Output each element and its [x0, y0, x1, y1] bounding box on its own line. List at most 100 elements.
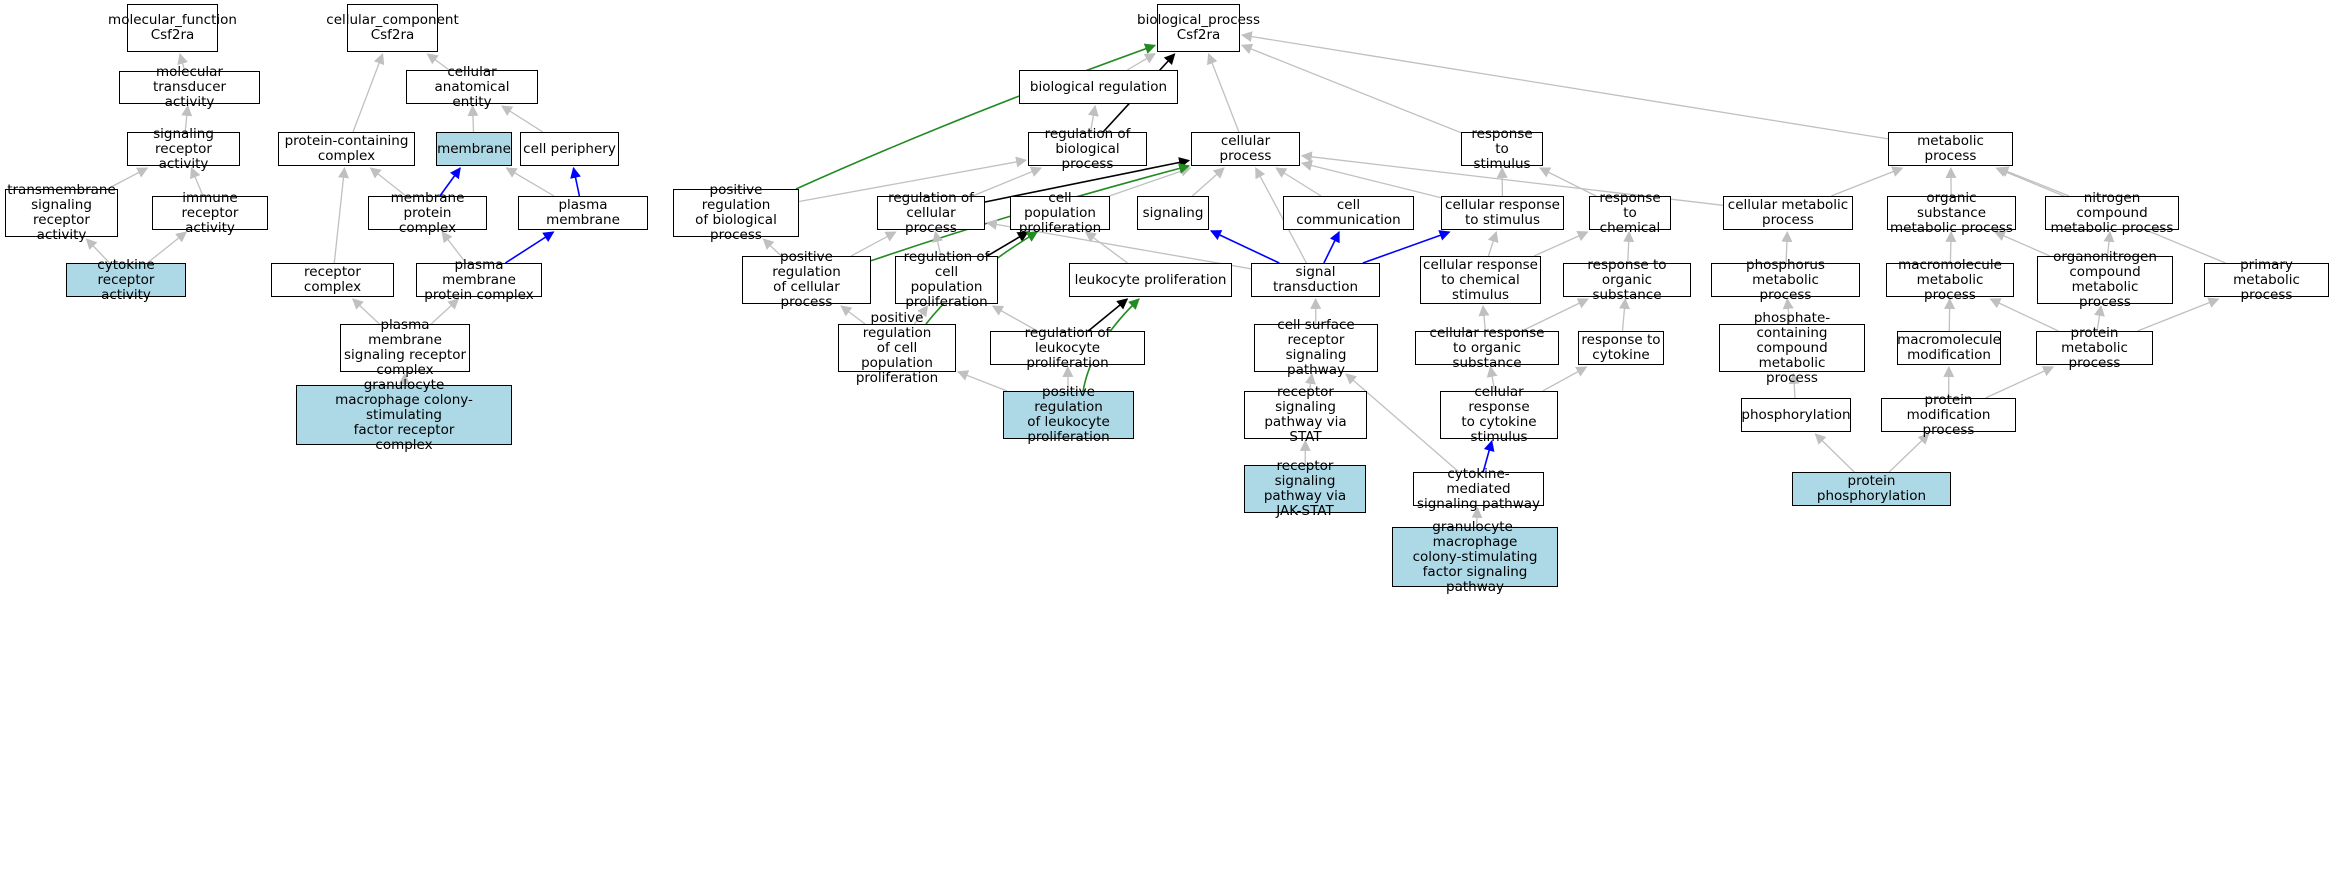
edge-is-a — [1888, 433, 1930, 473]
edge-is-a — [1539, 167, 1597, 197]
go-term-pcc: protein-containing complex — [278, 132, 415, 166]
go-term-rc: receptor complex — [271, 263, 394, 297]
go-term-gmcsf-rc: granulocyte macrophage colony-stimulatin… — [296, 377, 512, 452]
edge-is-a — [1191, 167, 1225, 197]
edge-is-a — [1989, 298, 2059, 332]
edge-is-a — [840, 305, 866, 325]
edge-is-a — [1985, 366, 2055, 399]
go-term-crs: cellular response to stimulus — [1441, 196, 1564, 230]
go-term-pmodp: protein modification process — [1881, 392, 2016, 437]
edge-is-a — [85, 238, 111, 264]
go-term-mem: membrane — [436, 132, 512, 166]
edge-is-a — [1623, 230, 1635, 264]
go-term-crtos: cellular response to organic substance — [1415, 325, 1559, 370]
edge-is-a — [972, 166, 1043, 197]
edge-is-a — [1781, 230, 1793, 264]
edge-is-a — [850, 231, 897, 257]
edge-regulates — [986, 231, 1029, 257]
go-term-csrsp: cell surface receptor signaling pathway — [1254, 318, 1378, 378]
edge-is-a — [1109, 166, 1192, 197]
edge-is-a — [1084, 231, 1128, 264]
edge-is-a — [190, 166, 204, 197]
edge-is-a — [762, 238, 782, 257]
go-term-sra: signaling receptor activity — [127, 126, 240, 171]
edge-is-a — [1788, 372, 1800, 399]
go-term-mta: molecular transducer activity — [119, 65, 260, 110]
go-term-rspjak: receptor signaling pathway via JAK-STAT — [1244, 459, 1366, 519]
go-term-protmp: protein metabolic process — [2036, 325, 2153, 370]
go-term-crcs: cellular response to chemical stimulus — [1420, 256, 1541, 304]
go-term-phos: phosphorylation — [1741, 398, 1851, 432]
edge-is-a — [1275, 167, 1322, 197]
go-term-ccomm: cell communication — [1283, 196, 1414, 230]
go-term-st: signal transduction — [1251, 263, 1380, 297]
edge-is-a — [1126, 53, 1156, 71]
edge-part-of — [1210, 230, 1280, 264]
edge-is-a — [1993, 230, 2051, 257]
go-term-ncmp: nitrogen compound metabolic process — [2045, 190, 2179, 235]
go-term-ira: immune receptor activity — [152, 190, 268, 235]
edge-is-a — [351, 298, 380, 325]
edge-is-a — [1542, 366, 1588, 392]
edge-is-a — [426, 53, 450, 71]
edge-is-a — [1618, 297, 1630, 332]
go-term-pmp: primary metabolic process — [2204, 257, 2329, 302]
go-term-cra: cytokine receptor activity — [66, 257, 186, 302]
edge-is-a — [1945, 230, 1957, 264]
edge-is-a — [1471, 506, 1483, 528]
edge-is-a — [1304, 372, 1316, 392]
go-term-pphos: protein phosphorylation — [1792, 472, 1951, 506]
edge-is-a — [505, 167, 555, 197]
go-term-rtc: response to chemical — [1589, 190, 1671, 235]
edge-is-a — [467, 104, 479, 133]
go-term-mmod: macromolecule modification — [1897, 331, 2001, 365]
edge-is-a — [1478, 304, 1490, 332]
edge-is-a — [333, 166, 349, 264]
go-term-breg: biological regulation — [1019, 70, 1178, 104]
edge-is-a — [1300, 160, 1442, 199]
edge-positively-regulates — [795, 43, 1157, 190]
edge-is-a — [369, 167, 407, 197]
edge-is-a — [500, 105, 544, 133]
go-term-rcp: regulation of cellular process — [877, 190, 985, 235]
go-term-rspstat: receptor signaling pathway via STAT — [1244, 385, 1367, 445]
go-term-cper: cell periphery — [520, 132, 619, 166]
edge-is-a — [798, 156, 1028, 203]
go-term-cp: cellular process — [1191, 132, 1300, 166]
go-term-gmcsfsp: granulocyte-macrophage colony-stimulatin… — [1392, 519, 1558, 594]
go-term-tsra: transmembrane signaling receptor activit… — [5, 183, 118, 243]
edge-is-a — [2103, 230, 2115, 257]
edge-part-of — [439, 167, 461, 197]
go-term-crtcs: cellular response to cytokine stimulus — [1440, 385, 1558, 445]
go-term-rtcyt: response to cytokine — [1578, 331, 1664, 365]
go-term-pccmp: phosphate-containing compound metabolic … — [1719, 310, 1865, 385]
edge-is-a — [177, 52, 188, 72]
edge-is-a — [2094, 304, 2105, 332]
edge-is-a — [1240, 43, 1462, 134]
go-term-pmsrc: plasma membrane signaling receptor compl… — [340, 318, 470, 378]
edge-is-a — [181, 104, 193, 133]
go-term-cmp: cellular metabolic process — [1723, 196, 1853, 230]
go-term-pm: plasma membrane — [518, 196, 648, 230]
go-term-cmsp: cytokine-mediated signaling pathway — [1413, 466, 1544, 511]
go-term-ocmp: organonitrogen compound metabolic proces… — [2037, 250, 2173, 310]
go-term-cc: cellular_component Csf2ra — [326, 4, 459, 52]
go-term-mmp: macromolecule metabolic process — [1886, 257, 2014, 302]
edge-is-a — [146, 231, 188, 264]
go-term-bp: biological_process Csf2ra — [1137, 4, 1260, 52]
edge-part-of — [504, 231, 555, 264]
edge-is-a — [1207, 52, 1240, 133]
go-term-sig: signaling — [1137, 196, 1209, 230]
edge-is-a — [956, 370, 1008, 392]
edge-is-a — [441, 231, 467, 264]
go-term-mp: metabolic process — [1888, 132, 2013, 166]
edge-is-a — [1814, 433, 1855, 473]
go-term-prcpp: positive regulation of cell population p… — [838, 310, 956, 385]
go-term-mpc: membrane protein complex — [368, 190, 487, 235]
go-term-prbp: positive regulation of biological proces… — [673, 183, 799, 243]
edge-part-of — [1362, 230, 1451, 264]
go-term-lp: leukocyte proliferation — [1069, 263, 1232, 297]
edge-regulates — [984, 157, 1191, 203]
go-term-cpp: cell population proliferation — [1010, 190, 1110, 235]
